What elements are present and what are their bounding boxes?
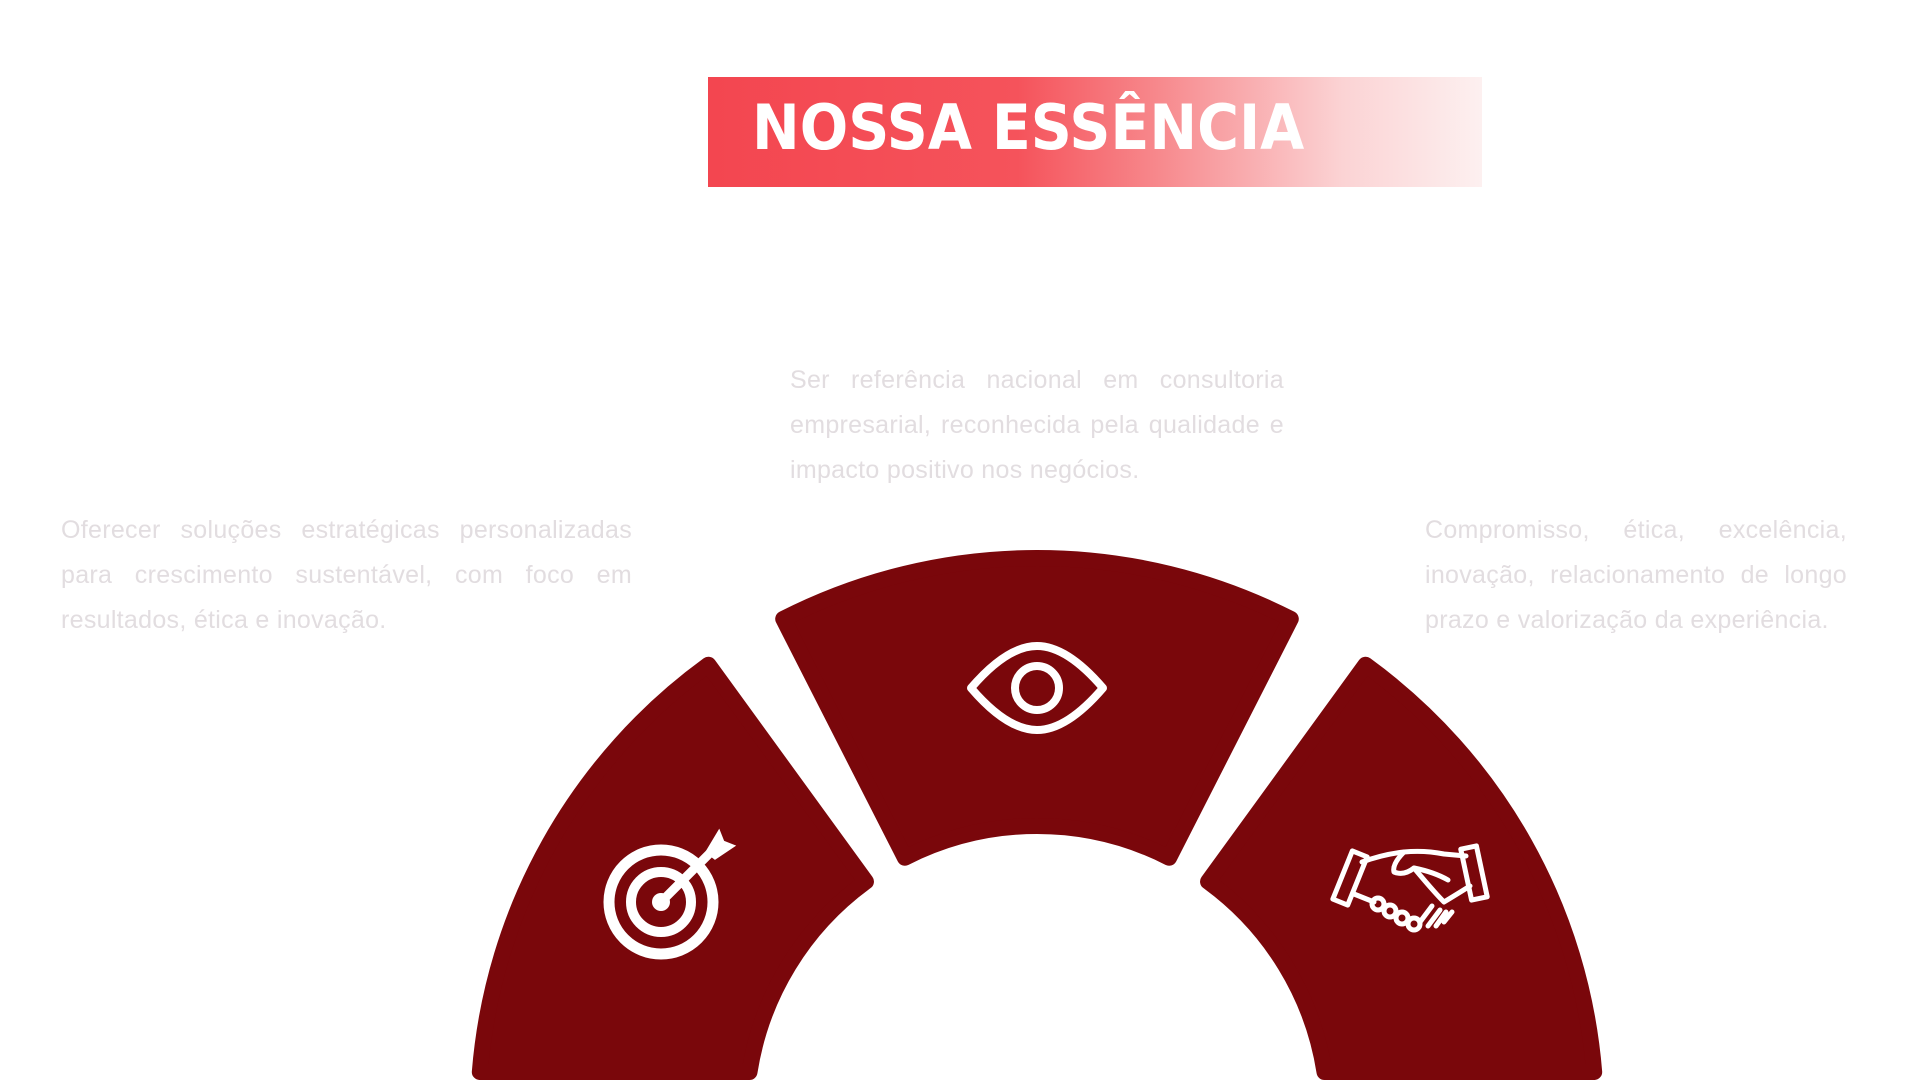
title-banner: NOSSA ESSÊNCIA <box>708 77 1482 187</box>
mission-text: Oferecer soluções estratégicas personali… <box>61 516 632 634</box>
handshake-icon <box>1330 843 1490 933</box>
values-text: Compromisso, ética, excelência, inovação… <box>1425 516 1847 634</box>
vision-text: Ser referência nacional em consultoria e… <box>790 366 1284 484</box>
target-arrow-icon <box>603 828 737 960</box>
eye-icon <box>967 642 1107 734</box>
mission-segment <box>471 656 874 1080</box>
values-segment <box>1200 656 1603 1080</box>
page-title: NOSSA ESSÊNCIA <box>752 91 1305 164</box>
